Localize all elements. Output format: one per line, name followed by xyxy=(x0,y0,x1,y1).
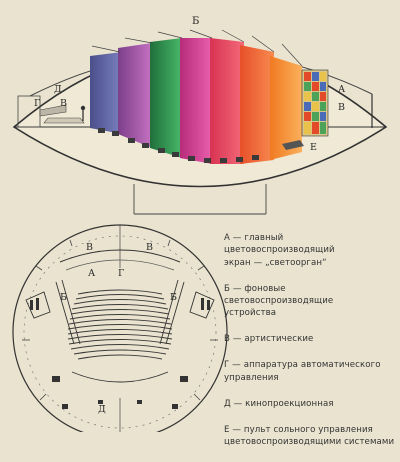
legend-item-e: Е — пульт сольного управления цветовоспр… xyxy=(224,424,396,449)
control-desk-icon xyxy=(43,117,85,124)
legend: А — главный цветовоспроизводящий экран —… xyxy=(224,232,396,462)
main-screen-mosaic xyxy=(301,69,329,137)
legend-item-a: А — главный цветовоспроизводящий экран —… xyxy=(224,232,396,269)
legend-line: Е — пульт сольного управления xyxy=(224,424,373,435)
label-plan-b-right: Б xyxy=(170,292,177,303)
legend-line: В — артистические xyxy=(224,334,314,345)
plan-view: В В А Г Б Б Д xyxy=(12,224,228,432)
plan-bottom-devices xyxy=(52,376,188,409)
legend-line: экран — „светоорган“ xyxy=(224,257,327,268)
label-section-b: Б xyxy=(192,16,199,27)
person-icon xyxy=(80,105,86,111)
beam-lines xyxy=(91,29,303,67)
legend-line: устройства xyxy=(224,308,277,319)
legend-item-b: Б — фоновые световоспроизводящие устройс… xyxy=(224,283,396,320)
legend-line: цветовоспроизводящими системами xyxy=(224,437,395,448)
label-section-a: А xyxy=(338,84,346,95)
label-section-v-right: В xyxy=(338,102,345,113)
color-panel-2 xyxy=(118,43,152,148)
label-plan-g: Г xyxy=(118,268,124,279)
plan-screen-arc xyxy=(59,249,181,263)
label-plan-a: А xyxy=(88,268,96,279)
color-panel-4 xyxy=(180,38,212,164)
color-panel-6 xyxy=(240,45,274,164)
color-panel-1 xyxy=(90,52,122,134)
plan-side-devices xyxy=(25,279,215,345)
plan-booth-arc xyxy=(71,371,169,383)
plan-inner-ring xyxy=(23,235,217,429)
plan-seat-rows xyxy=(67,289,173,360)
legend-item-d: Д — кинопроекционная xyxy=(224,398,396,410)
plan-screen-arc-inner xyxy=(65,259,175,271)
legend-item-v: В — артистические xyxy=(224,333,396,345)
color-panel-3 xyxy=(150,38,182,158)
plan-radial-ticks xyxy=(22,239,218,401)
legend-line: А — главный цветовоспроизводящий xyxy=(224,233,335,256)
diagram-stage: Б Д Г В А В Е xyxy=(12,16,394,447)
label-plan-v-right: В xyxy=(146,242,153,253)
legend-line: Д — кинопроекционная xyxy=(224,398,334,409)
color-panel-5 xyxy=(210,38,244,164)
legend-item-g: Г — аппаратура автоматического управлени… xyxy=(224,359,396,384)
label-plan-v-left: В xyxy=(86,242,93,253)
label-section-e: Е xyxy=(310,142,317,153)
label-plan-b-left: Б xyxy=(60,292,67,303)
color-panel-7 xyxy=(270,56,302,160)
label-section-d: Д xyxy=(54,84,62,95)
diagram-canvas: Б Д Г В А В Е xyxy=(12,16,388,432)
plan-side-hatch xyxy=(30,298,210,310)
label-section-g: Г xyxy=(34,98,40,109)
label-plan-d: Д xyxy=(98,404,106,415)
projector-icon xyxy=(39,104,67,117)
section-view: Б Д Г В А В Е xyxy=(12,16,388,215)
legend-line: Г — аппаратура автоматического xyxy=(224,360,381,371)
section-seats xyxy=(98,128,259,163)
label-section-v: В xyxy=(60,98,67,109)
solo-console-icon xyxy=(282,140,304,150)
legend-line: управления xyxy=(224,372,279,383)
legend-line: Б — фоновые световоспроизводящие xyxy=(224,283,334,306)
